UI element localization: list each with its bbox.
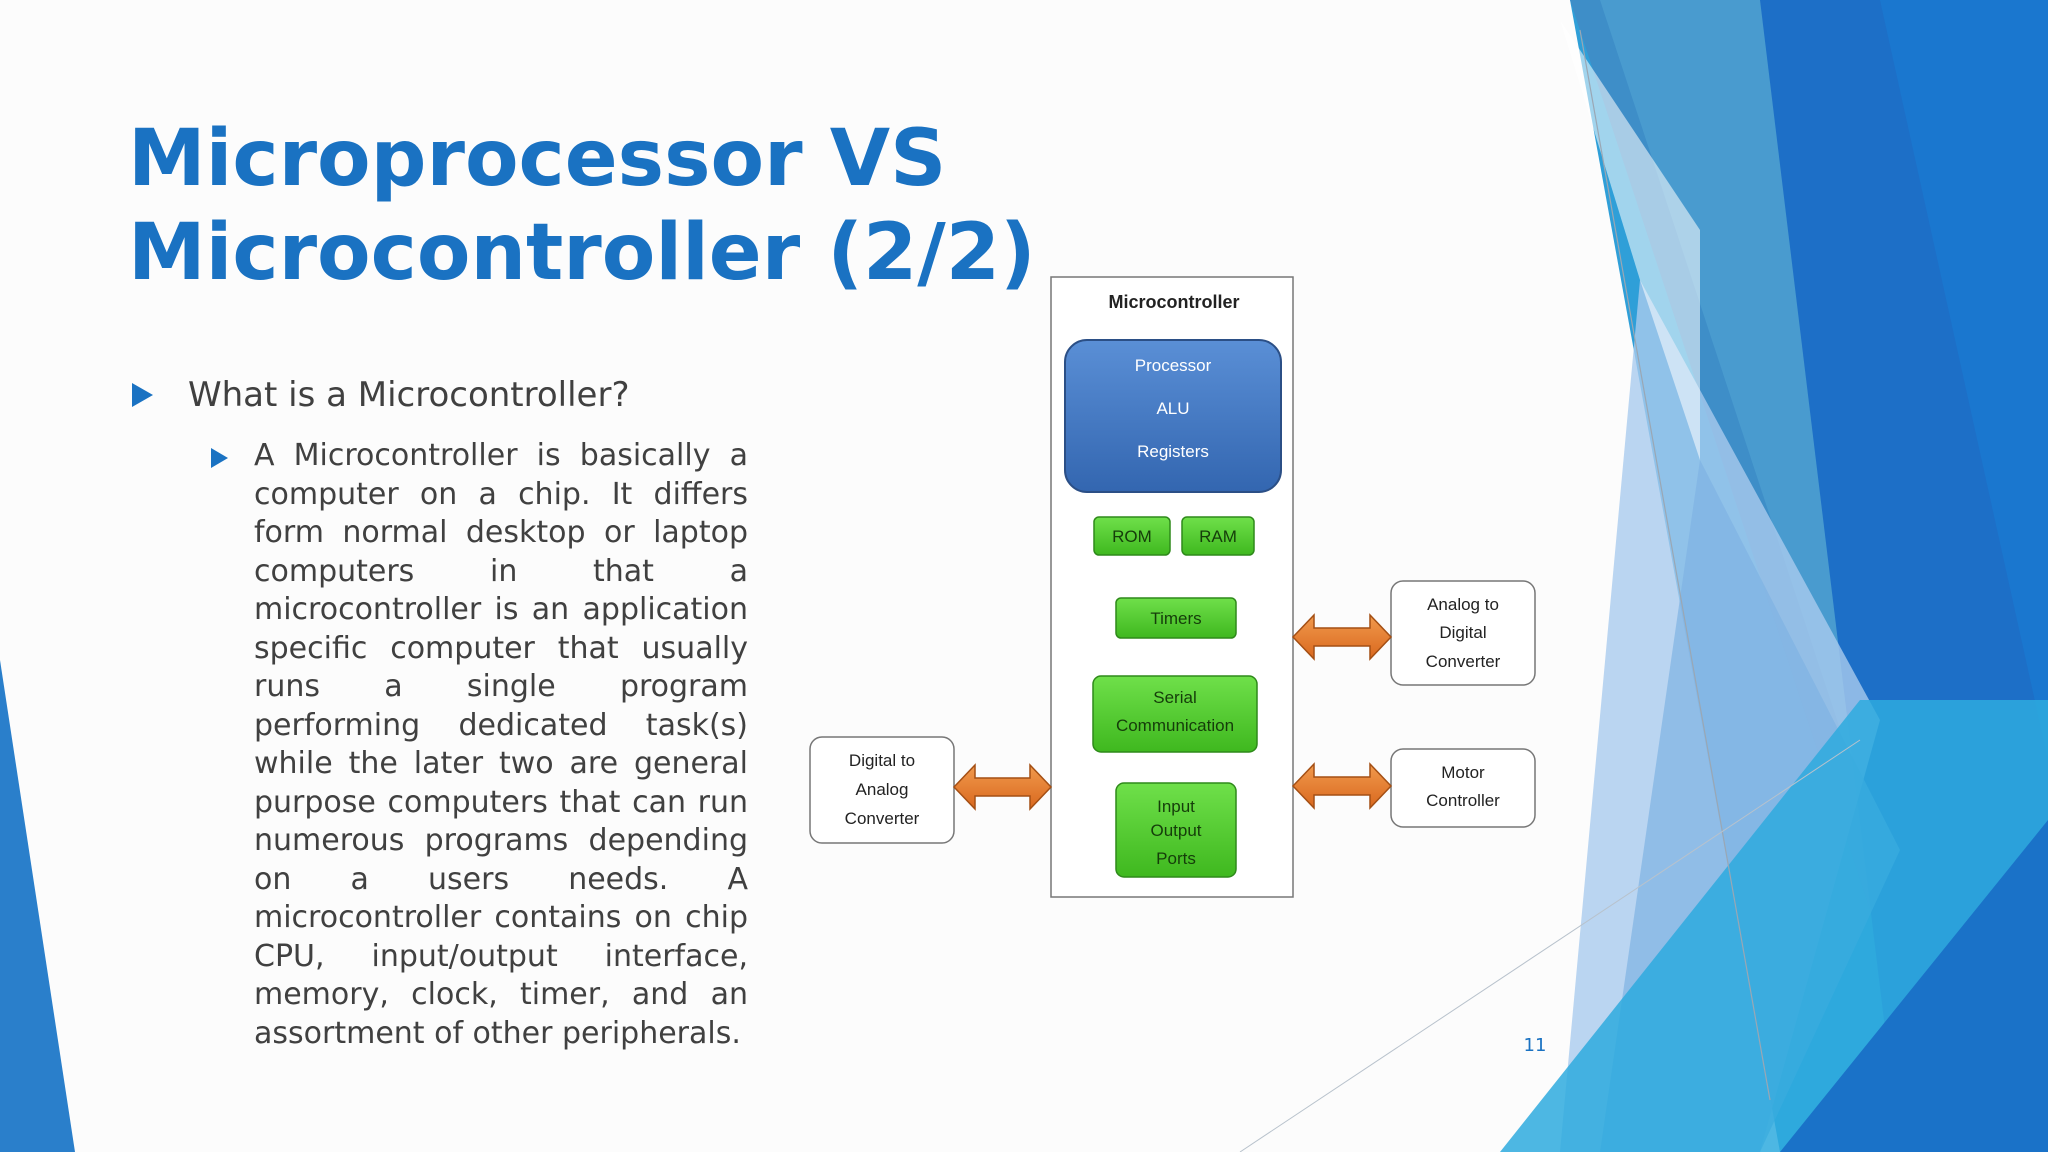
dac-label-3: Converter xyxy=(845,809,920,828)
dac-label-2: Analog xyxy=(856,780,909,799)
page-number: 11 xyxy=(1523,1035,1547,1056)
motor-label-1: Motor xyxy=(1441,763,1485,782)
adc-box xyxy=(1390,580,1536,686)
double-arrow-icon xyxy=(1291,613,1393,661)
alu-label: ALU xyxy=(1156,399,1189,418)
adc-label-2: Digital xyxy=(1439,623,1486,642)
bullet-arrow-icon xyxy=(132,383,153,407)
dac-box xyxy=(809,736,955,844)
slide-title: Microprocessor VS Microcontroller (2/2) xyxy=(128,114,1036,298)
adc-label-1: Analog to xyxy=(1427,595,1499,614)
bullet-text: What is a Microcontroller? xyxy=(188,375,630,415)
dac-label-1: Digital to xyxy=(849,751,915,770)
motor-label-2: Controller xyxy=(1426,791,1500,810)
serial-label-2: Communication xyxy=(1116,716,1234,735)
sub-bullet-arrow-icon xyxy=(211,448,228,468)
timers-label: Timers xyxy=(1150,609,1201,628)
io-label-1: Input xyxy=(1157,797,1195,816)
sub-bullet-text: A Microcontroller is basically a compute… xyxy=(254,438,748,1051)
timers-block xyxy=(1115,597,1237,639)
adc-label-3: Converter xyxy=(1426,652,1501,671)
double-arrow-icon xyxy=(1291,762,1393,810)
processor-block xyxy=(1064,339,1282,493)
double-arrow-icon xyxy=(952,763,1053,811)
microcontroller-label: Microcontroller xyxy=(1108,292,1239,312)
serial-block xyxy=(1092,675,1258,753)
ram-block xyxy=(1181,516,1255,556)
serial-label-1: Serial xyxy=(1153,688,1196,707)
ram-label: RAM xyxy=(1199,527,1237,546)
rom-label: ROM xyxy=(1112,527,1152,546)
processor-label: Processor xyxy=(1135,356,1212,375)
registers-label: Registers xyxy=(1137,442,1209,461)
microcontroller-diagram: Microcontroller Processor ALU Registers … xyxy=(809,276,1536,898)
io-label-2: Output xyxy=(1150,821,1201,840)
rom-block xyxy=(1093,516,1171,556)
io-ports-block xyxy=(1115,782,1237,878)
motor-controller-box xyxy=(1390,748,1536,828)
io-label-3: Ports xyxy=(1156,849,1196,868)
